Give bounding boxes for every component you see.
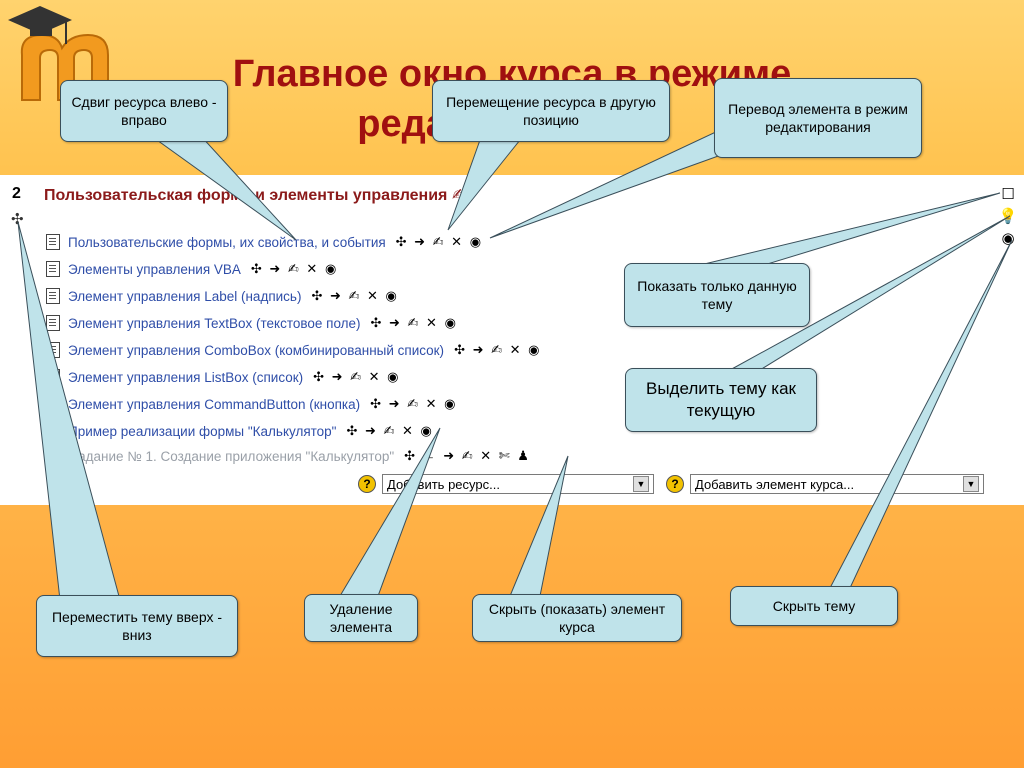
resource-link[interactable]: Элемент управления TextBox (текстовое по… [68,315,361,331]
callout-move-resource: Перемещение ресурса в другую позицию [432,80,670,142]
resource-link[interactable]: Элемент управления ComboBox (комбинирова… [68,342,445,358]
add-activity-value: Добавить элемент курса... [695,476,855,492]
resource-link[interactable]: Элемент управления ListBox (список) [68,369,304,385]
resource-link[interactable]: Элемент управления Label (надпись) [68,288,302,304]
pointer-delete [339,427,441,597]
callout-hide-topic: Скрыть тему [730,586,898,626]
resource-tools[interactable]: ✣ ➜ ✍ ✕ ◉ [395,234,484,249]
eye-icon[interactable]: ◉ [1001,230,1015,247]
resource-tools[interactable]: ✣ ➜ ✍ ✕ ◉ [370,315,458,330]
callout-show-only: Показать только данную тему [624,263,810,327]
section-controls: ☐ 💡 ◉ [998,185,1018,251]
chevron-down-icon[interactable]: ▼ [633,476,649,492]
resource-tools[interactable]: ✣ ➜ ✍ ✕ ◉ [311,288,399,303]
resource-tools[interactable]: ✣ ← ➜ ✍ ✕ ✄ ♟ [404,448,531,463]
callout-delete: Удаление элемента [304,594,418,642]
chevron-down-icon[interactable]: ▼ [963,476,979,492]
resource-tools[interactable]: ✣ ➜ ✍ ✕ ◉ [250,261,339,276]
resource-item[interactable]: Элемент управления TextBox (текстовое по… [46,313,458,333]
section-number: 2 [12,185,21,202]
document-icon [46,234,60,250]
resource-item-hidden[interactable]: Задание № 1. Создание приложения "Кальку… [70,446,531,466]
resource-link[interactable]: Пример реализации формы "Калькулятор" [68,423,337,439]
add-activity-group: ? Добавить элемент курса... ▼ [666,474,984,494]
document-icon [46,315,60,331]
resource-tools[interactable]: ✣ ➜ ✍ ✕ ◉ [454,342,542,357]
resource-item[interactable]: Пользовательские формы, их свойства, и с… [46,232,483,252]
resource-tools[interactable]: ✣ ➜ ✍ ✕ ◉ [370,396,458,411]
document-icon [46,261,60,277]
resource-item[interactable]: Элементы управления VBA ✣ ➜ ✍ ✕ ◉ [46,259,338,279]
lightbulb-icon[interactable]: 💡 [998,208,1018,225]
resource-link[interactable]: Элементы управления VBA [68,261,241,277]
help-icon[interactable]: ? [358,475,376,493]
resource-item[interactable]: Элемент управления Label (надпись) ✣ ➜ ✍ … [46,286,399,306]
callout-indent: Сдвиг ресурса влево - вправо [60,80,228,142]
resource-link[interactable]: Задание № 1. Создание приложения "Кальку… [70,448,395,464]
document-icon [46,288,60,304]
pointer-move-resource [447,139,522,231]
show-only-topic-icon[interactable]: ☐ [1001,186,1015,203]
callout-highlight: Выделить тему как текущую [625,368,817,432]
resource-link[interactable]: Элемент управления CommandButton (кнопка… [68,396,361,412]
callout-move-topic: Переместить тему вверх - вниз [36,595,238,657]
resource-link[interactable]: Пользовательские формы, их свойства, и с… [68,234,386,250]
pointer-edit-mode [489,129,736,239]
add-activity-select[interactable]: Добавить элемент курса... ▼ [690,474,984,494]
resource-item[interactable]: Элемент управления ListBox (список) ✣ ➜ ✍… [46,367,401,387]
callout-edit-mode: Перевод элемента в режим редактирования [714,78,922,158]
pointer-move-topic [17,221,121,601]
resource-tools[interactable]: ✣ ➜ ✍ ✕ ◉ [313,369,401,384]
pointer-indent [148,134,297,241]
pointer-hide-show [509,455,569,597]
pointer-hide-topic [829,239,1013,589]
resource-tools[interactable]: ✣ ➜ ✍ ✕ ◉ [346,423,434,438]
callout-hide-show: Скрыть (показать) элемент курса [472,594,682,642]
help-icon[interactable]: ? [666,475,684,493]
moodle-logo [8,6,109,101]
move-topic-icon[interactable]: ✣ [11,211,24,228]
